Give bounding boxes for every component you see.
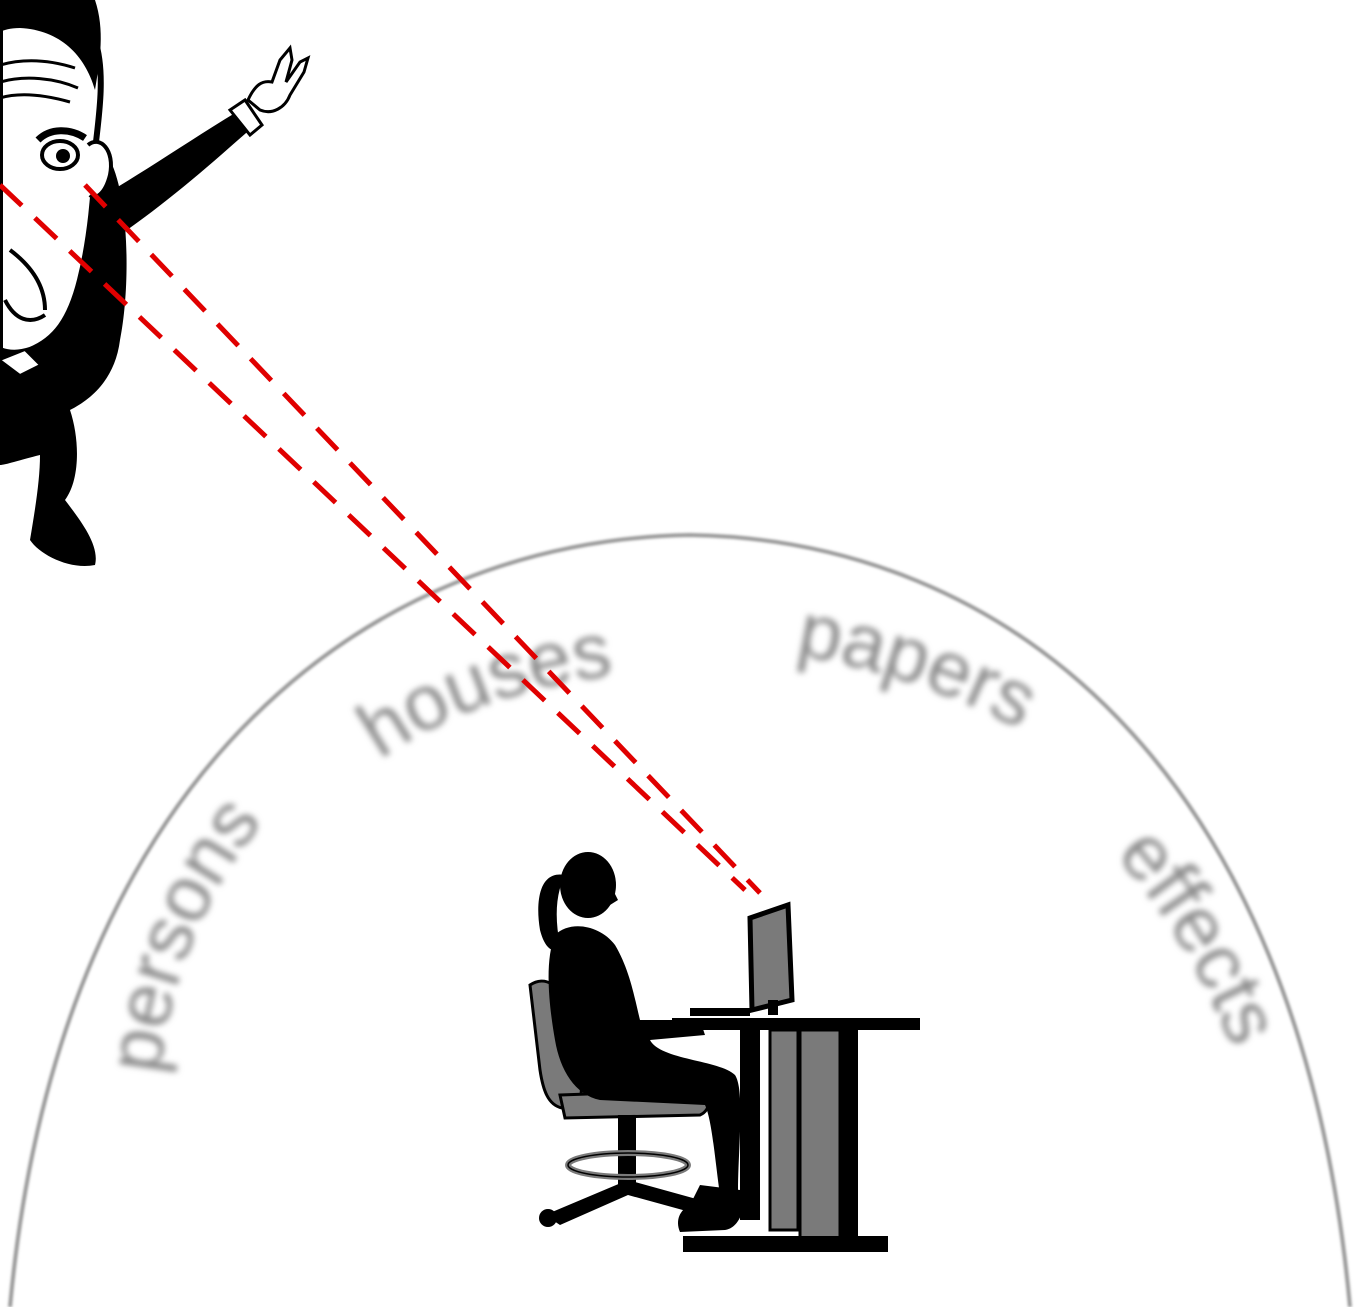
word-effects: effects [1102, 810, 1298, 1056]
word-houses-text: houses [342, 605, 617, 774]
word-houses: houses [342, 605, 617, 774]
gaze-line-upper [85, 185, 760, 893]
caricature-icon [0, 0, 308, 566]
woman-computer-icon [530, 852, 920, 1252]
word-persons: persons [89, 779, 277, 1077]
word-effects-text: effects [1102, 810, 1298, 1056]
word-papers-text: papers [792, 585, 1052, 745]
word-papers: papers [792, 585, 1052, 745]
word-persons-text: persons [89, 779, 277, 1077]
